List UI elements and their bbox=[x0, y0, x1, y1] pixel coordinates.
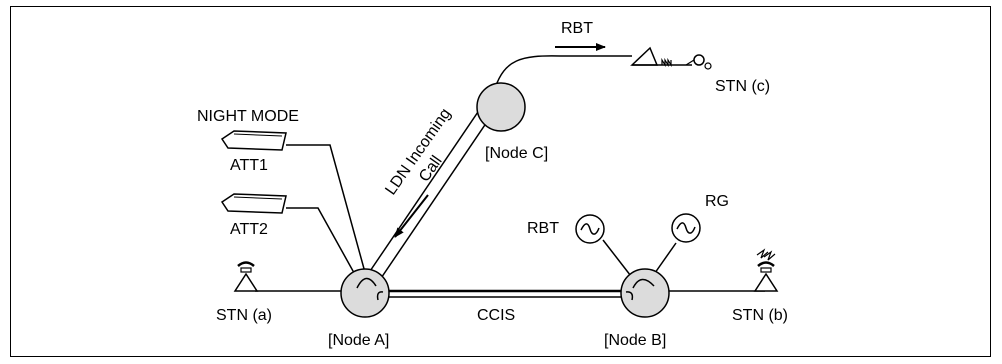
stn-b-label: STN (b) bbox=[732, 307, 788, 324]
node-c-to-stn-c-line bbox=[494, 55, 632, 89]
rbt-node-b-label: RBT bbox=[527, 220, 559, 237]
node-a bbox=[340, 268, 390, 318]
svg-text:LDN Incoming: LDN Incoming bbox=[382, 106, 454, 199]
ccis-label: CCIS bbox=[477, 307, 515, 324]
tone-generator-icon bbox=[671, 213, 701, 243]
stn-a-label: STN (a) bbox=[216, 307, 272, 324]
node-b-label: [Node B] bbox=[604, 332, 666, 349]
ldn-call-arrow bbox=[394, 194, 429, 238]
att2-label: ATT2 bbox=[230, 221, 268, 238]
rg-label: RG bbox=[705, 193, 729, 210]
ccis-link bbox=[385, 289, 625, 298]
node-c-label: [Node C] bbox=[485, 145, 548, 162]
ringing-telephone-icon bbox=[753, 248, 779, 292]
diagram-frame bbox=[10, 6, 991, 357]
trunk-route-icon bbox=[630, 46, 712, 70]
ldn-route-line bbox=[363, 105, 494, 288]
node-b bbox=[620, 268, 670, 318]
attendant-console-icon bbox=[220, 193, 287, 214]
att2-connection bbox=[286, 207, 359, 281]
att1-connection bbox=[286, 144, 367, 277]
tone-generator-icon bbox=[575, 214, 605, 244]
node-a-label: [Node A] bbox=[328, 332, 389, 349]
night-mode-label: NIGHT MODE bbox=[197, 108, 299, 125]
rbt-stem bbox=[602, 239, 635, 281]
ldn-incoming-call-label: LDN Incoming Call bbox=[382, 106, 454, 199]
node-c bbox=[476, 82, 526, 132]
telephone-icon bbox=[233, 261, 259, 292]
stn-c-label: STN (c) bbox=[715, 78, 770, 95]
att1-label: ATT1 bbox=[230, 157, 268, 174]
rbt-top-label: RBT bbox=[561, 20, 593, 37]
attendant-console-icon bbox=[220, 130, 287, 151]
